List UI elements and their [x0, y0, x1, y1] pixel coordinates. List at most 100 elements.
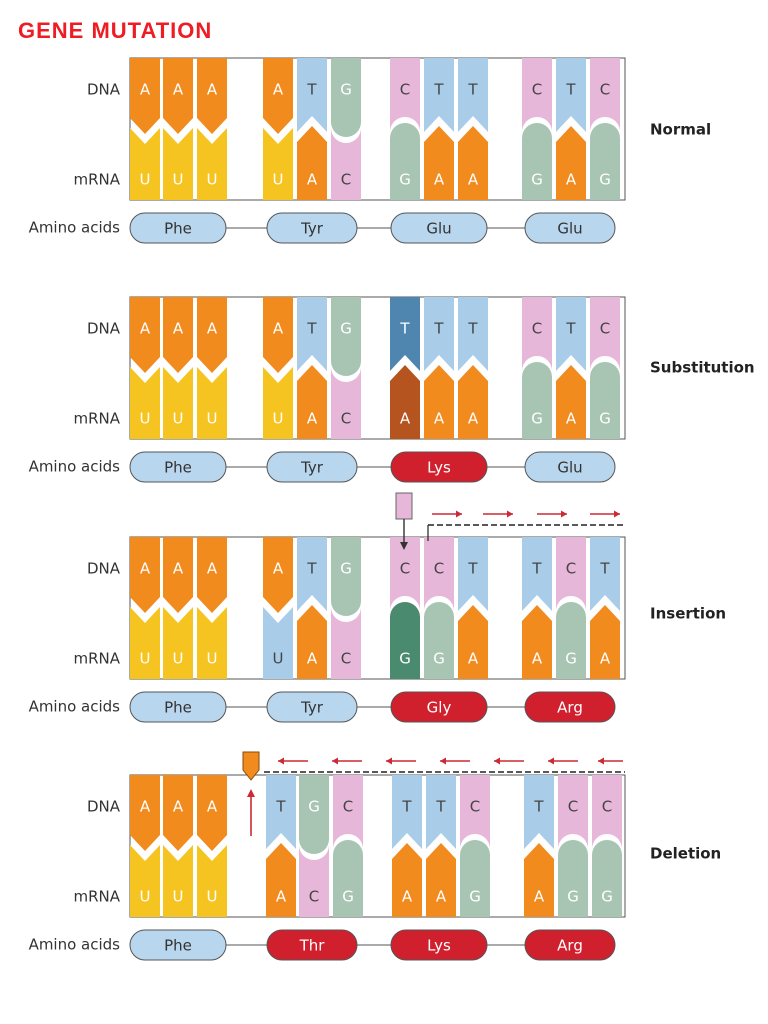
- dna-label: DNA: [87, 560, 121, 578]
- mrna-base-letter: G: [601, 888, 613, 906]
- mrna-label: mRNA: [73, 171, 120, 189]
- mrna-base-letter: G: [399, 650, 411, 668]
- dna-base: [333, 775, 363, 849]
- amino-acid-pill: [266, 691, 358, 723]
- dna-base: [522, 58, 552, 132]
- dna-base-letter: A: [173, 81, 184, 99]
- dna-label: DNA: [87, 798, 121, 816]
- amino-acid-pill: [129, 212, 227, 244]
- panel-label: Substitution: [650, 359, 755, 377]
- mrna-label: mRNA: [73, 888, 120, 906]
- dna-base: [263, 58, 293, 134]
- dna-base-letter: C: [602, 798, 612, 816]
- mrna-base-letter: A: [468, 171, 479, 189]
- dna-base: [197, 537, 227, 613]
- mrna-label: mRNA: [73, 410, 120, 428]
- amino-acid-pill: [129, 691, 227, 723]
- mrna-base: [130, 845, 160, 917]
- dna-base: [524, 775, 554, 849]
- dna-base-letter: T: [467, 320, 478, 338]
- amino-acid-label: Lys: [427, 459, 451, 477]
- dna-base-letter: T: [565, 81, 576, 99]
- dna-base: [266, 775, 296, 849]
- dna-base: [390, 537, 420, 611]
- dna-base-letter: C: [532, 320, 542, 338]
- dna-base: [458, 58, 488, 132]
- amino-acid-pill: [129, 929, 227, 961]
- dna-base-letter: A: [173, 320, 184, 338]
- dna-base: [556, 537, 586, 611]
- mrna-base: [163, 367, 193, 439]
- mrna-base-letter: A: [400, 410, 411, 428]
- mrna-base: [556, 602, 586, 679]
- amino-acid-pill: [524, 212, 616, 244]
- mrna-base: [522, 362, 552, 439]
- dna-base-letter: A: [273, 320, 284, 338]
- mrna-base: [163, 845, 193, 917]
- amino-acid-label: Thr: [299, 937, 326, 955]
- mrna-base-letter: A: [436, 888, 447, 906]
- mrna-base: [556, 126, 586, 200]
- dna-base-letter: T: [599, 560, 610, 578]
- mrna-base-letter: U: [273, 171, 284, 189]
- dna-base-letter: T: [306, 560, 317, 578]
- mrna-base: [297, 605, 327, 679]
- inserted-base-marker: [395, 492, 413, 520]
- mrna-base: [390, 365, 420, 439]
- amino-acid-pill: [266, 212, 358, 244]
- dna-base: [590, 297, 620, 371]
- dna-base: [458, 297, 488, 371]
- panel-label: Insertion: [650, 605, 726, 623]
- dna-base-letter: T: [467, 81, 478, 99]
- mrna-base-letter: U: [140, 650, 151, 668]
- dna-base-letter: A: [173, 798, 184, 816]
- dna-label: DNA: [87, 320, 121, 338]
- dna-base: [163, 775, 193, 851]
- dna-base: [297, 537, 327, 611]
- dna-base: [392, 775, 422, 849]
- panel-label: Deletion: [650, 845, 721, 863]
- mrna-label: mRNA: [73, 650, 120, 668]
- dna-base: [390, 58, 420, 132]
- amino-acids-label: Amino acids: [29, 458, 121, 476]
- mrna-base: [590, 362, 620, 439]
- dna-base-letter: A: [140, 320, 151, 338]
- amino-acid-pill: [524, 451, 616, 483]
- dna-base-letter: G: [308, 798, 320, 816]
- amino-acid-pill: [524, 929, 616, 961]
- mrna-base-letter: G: [599, 410, 611, 428]
- mrna-base-letter: A: [402, 888, 413, 906]
- mrna-base: [524, 843, 554, 917]
- dna-base-letter: C: [343, 798, 353, 816]
- dna-base: [390, 297, 420, 371]
- deleted-base-marker: [242, 751, 260, 781]
- mrna-base: [197, 128, 227, 200]
- mrna-base-letter: G: [399, 171, 411, 189]
- mrna-base: [424, 126, 454, 200]
- mrna-base-letter: A: [566, 410, 577, 428]
- dna-base-letter: C: [566, 560, 576, 578]
- amino-acids-label: Amino acids: [29, 219, 121, 237]
- mrna-base: [424, 602, 454, 679]
- dna-base-letter: T: [401, 798, 412, 816]
- mrna-base-letter: G: [567, 888, 579, 906]
- dna-base-letter: A: [207, 798, 218, 816]
- mrna-base: [263, 607, 293, 679]
- mrna-base-letter: A: [307, 410, 318, 428]
- dna-base-letter: T: [306, 81, 317, 99]
- mrna-base: [424, 365, 454, 439]
- mrna-base: [426, 843, 456, 917]
- dna-base: [263, 537, 293, 613]
- dna-base-letter: A: [140, 560, 151, 578]
- shift-right-arrow: [537, 510, 567, 518]
- mrna-base-letter: U: [207, 410, 218, 428]
- deletion-indicator: [242, 751, 625, 836]
- mrna-base-letter: U: [273, 410, 284, 428]
- shift-left-arrow: [598, 757, 623, 765]
- dna-base: [556, 58, 586, 132]
- mrna-base-letter: U: [140, 171, 151, 189]
- dna-base: [130, 775, 160, 851]
- dna-base: [590, 537, 620, 611]
